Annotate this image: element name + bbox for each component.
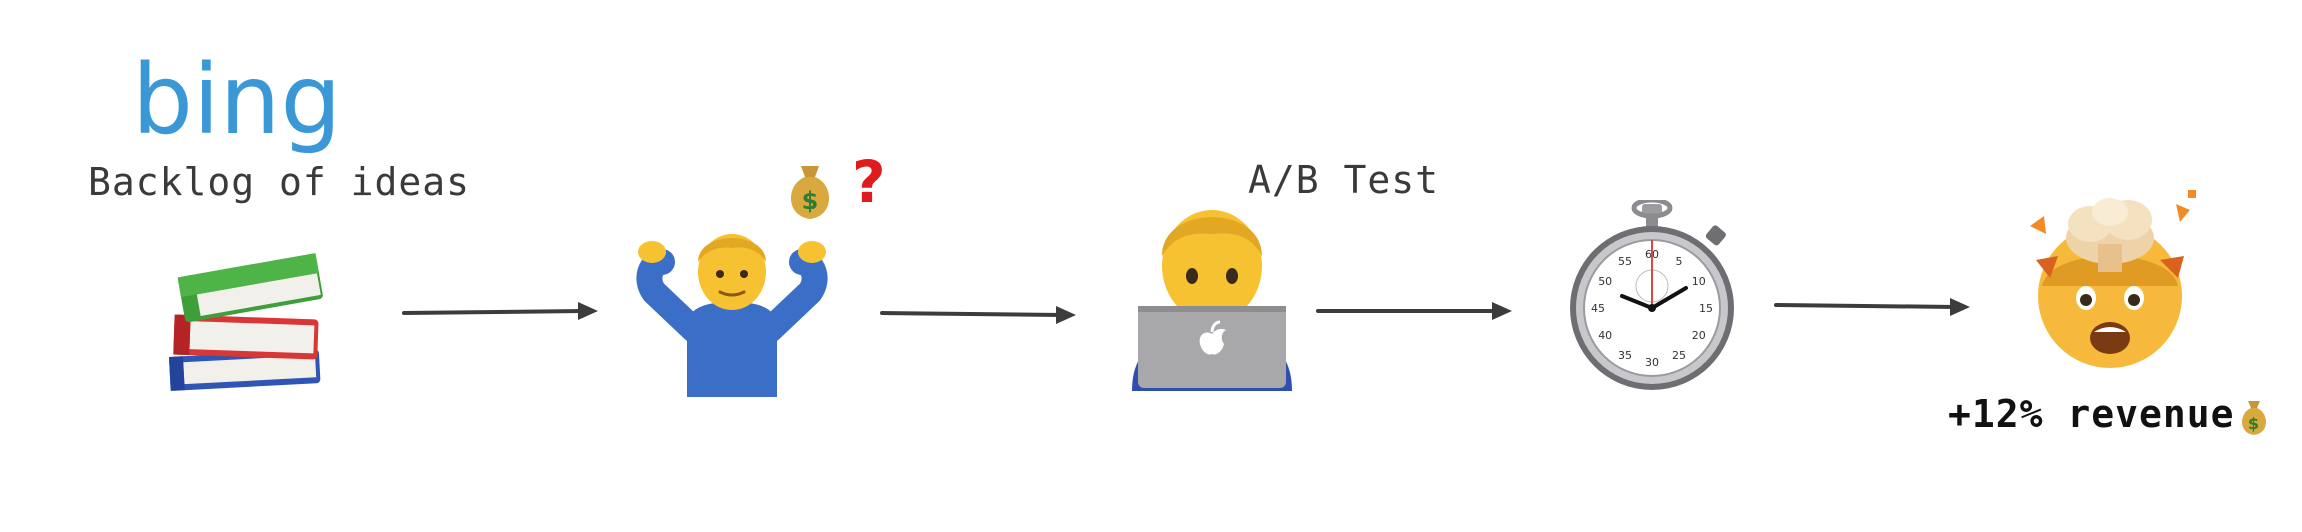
stopwatch-tick-label: 30 (1645, 356, 1659, 369)
revenue-text: +12% revenue (1948, 392, 2235, 436)
stopwatch-tick-label: 55 (1618, 255, 1632, 268)
exploding-head-icon (2010, 186, 2210, 376)
right-arrow-icon (402, 297, 602, 327)
technologist-icon (1122, 206, 1302, 391)
question-mark: ? (852, 148, 886, 216)
stopwatch-tick-label: 50 (1598, 275, 1612, 288)
svg-text:$: $ (2247, 414, 2259, 433)
stopwatch-tick-label: 35 (1618, 349, 1632, 362)
stopwatch-tick-label: 25 (1672, 349, 1686, 362)
stopwatch-tick-label: 15 (1699, 302, 1713, 315)
stopwatch-icon: 60510152025303540455055 (1552, 200, 1752, 395)
stopwatch-tick-label: 5 (1676, 255, 1683, 268)
svg-text:$: $ (802, 187, 819, 215)
money-bag-icon: $ (2237, 397, 2271, 437)
right-arrow-icon (1774, 292, 1974, 322)
person-shrugging-icon (632, 222, 832, 402)
books-icon (160, 225, 330, 405)
backlog-label: Backlog of ideas (88, 160, 470, 204)
ab-test-label: A/B Test (1248, 158, 1439, 202)
stopwatch-tick-label: 20 (1692, 329, 1706, 342)
stopwatch-tick-label: 40 (1598, 329, 1612, 342)
revenue-label: +12% revenue $ (1948, 392, 2271, 437)
bing-logo-text: bing (132, 44, 341, 156)
money-bag-icon: $ (784, 162, 836, 222)
right-arrow-icon (880, 300, 1080, 330)
stopwatch-tick-label: 10 (1692, 275, 1706, 288)
right-arrow-icon (1316, 297, 1516, 327)
bing-logo: bing (128, 38, 368, 168)
stopwatch-tick-label: 45 (1591, 302, 1605, 315)
